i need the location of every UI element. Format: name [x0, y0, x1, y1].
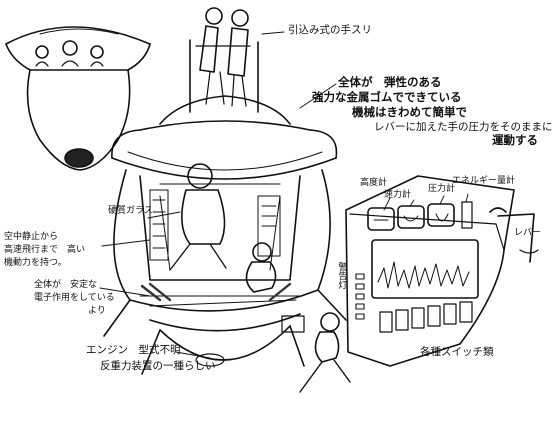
control-panel-sketch: [345, 175, 539, 367]
main-vehicle-sketch: [103, 7, 347, 375]
material-note-3: 機械はきわめて簡単で: [352, 105, 467, 119]
switches-label: 各種スイッチ類: [420, 346, 494, 358]
stabilizer-note-3: より: [88, 306, 106, 316]
hover-note-2: 高速飛行まで 高い: [4, 245, 86, 255]
glass-note: 硬質ガラス: [108, 206, 153, 216]
altitude-gauge-label: 高度計: [360, 178, 388, 188]
material-note-5: 運動する: [492, 133, 538, 147]
stabilizer-note-1: 全体が 安定な: [34, 280, 98, 290]
speed-gauge-label: 速力計: [384, 190, 412, 200]
hover-note-3: 機動力を持つ。: [4, 258, 67, 268]
engine-note-1: エンジン 型式不明: [86, 344, 181, 356]
stabilizer-note-2: 電子作用をしている: [34, 293, 115, 303]
material-note-1: 全体が 弾性のある: [338, 75, 442, 89]
railing-note: 引込み式の手スリ: [288, 24, 372, 36]
running-child-sketch: [281, 312, 351, 393]
energy-gauge-label: エネルギー量計: [452, 176, 516, 186]
warning-light-label: 警告灯: [336, 262, 347, 289]
engine-note-2: 反重力装置の一種らしい: [100, 360, 216, 372]
hover-note-1: 空中静止から: [4, 232, 59, 242]
material-note-2: 強力な金属ゴムでできている: [312, 90, 462, 104]
leader-lines: [99, 31, 337, 359]
small-saucer-sketch: [5, 26, 151, 171]
material-note-4: レバーに加えた手の圧力をそのままに: [374, 121, 553, 133]
lever-label: レバー: [514, 228, 542, 238]
pressure-gauge-label: 圧力計: [428, 184, 456, 194]
